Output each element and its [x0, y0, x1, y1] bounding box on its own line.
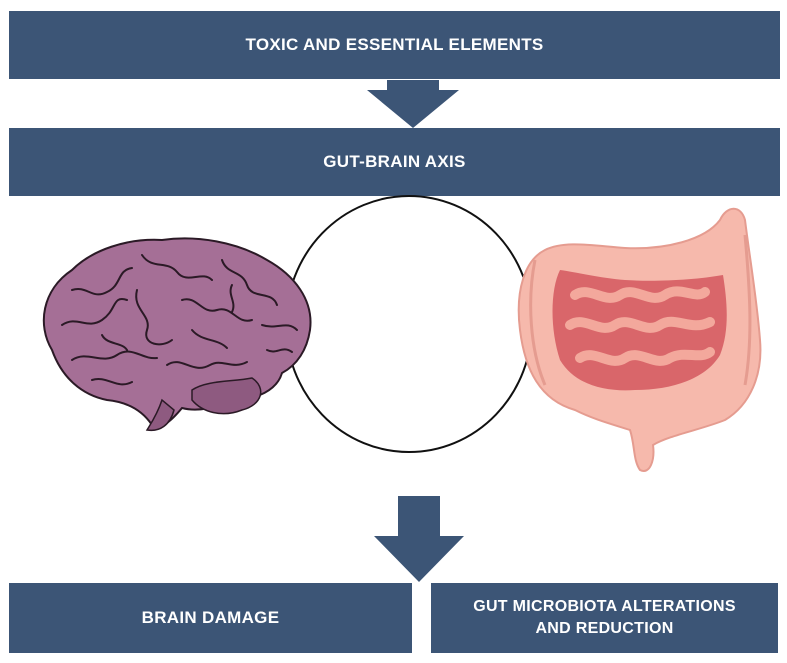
brain-damage-box: BRAIN DAMAGE	[9, 583, 412, 653]
gut-brain-axis-banner: GUT-BRAIN AXIS	[9, 128, 780, 196]
intestine-illustration	[517, 207, 762, 472]
gut-microbiota-line-1: GUT MICROBIOTA ALTERATIONS	[473, 598, 736, 616]
gut-brain-axis-label: GUT-BRAIN AXIS	[323, 152, 466, 171]
gut-microbiota-line-2: AND REDUCTION	[535, 620, 674, 637]
brain-illustration	[42, 237, 312, 432]
gut-microbiota-box: GUT MICROBIOTA ALTERATIONS AND REDUCTION	[431, 583, 778, 653]
gut-microbiota-label: GUT MICROBIOTA ALTERATIONS AND REDUCTION	[473, 596, 736, 639]
top-banner: TOXIC AND ESSENTIAL ELEMENTS	[9, 11, 780, 79]
down-arrow-icon	[374, 496, 464, 582]
brain-damage-label: BRAIN DAMAGE	[141, 608, 280, 627]
down-arrow-icon	[367, 80, 459, 128]
top-banner-label: TOXIC AND ESSENTIAL ELEMENTS	[245, 35, 544, 54]
